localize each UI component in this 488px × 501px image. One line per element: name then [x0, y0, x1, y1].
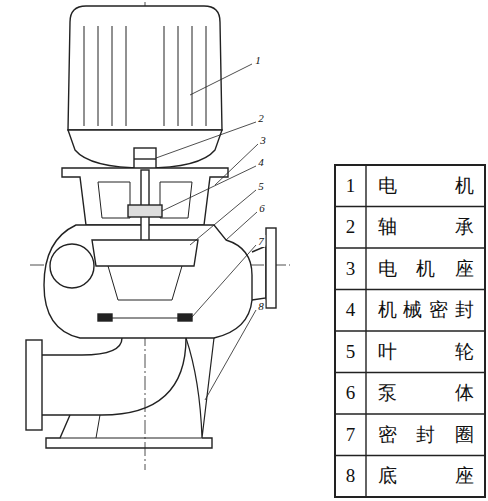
- inlet-flange: [26, 340, 42, 430]
- impeller: [92, 240, 198, 266]
- inlet-pipe: [42, 338, 122, 355]
- callout-number: 7: [257, 235, 265, 247]
- base-rib: [186, 338, 214, 438]
- table-number: 5: [346, 341, 356, 363]
- table-part-name: 轴承: [378, 214, 474, 240]
- pump-body: [44, 225, 252, 338]
- seal-ring: [178, 314, 192, 321]
- table-number: 6: [346, 382, 356, 404]
- motor-body: [68, 6, 222, 130]
- callout-number: 5: [257, 180, 265, 192]
- table-number: 3: [346, 258, 356, 280]
- table-part-name: 泵体: [378, 380, 474, 406]
- table-part-name: 密封圈: [378, 422, 474, 448]
- callout-number: 4: [257, 156, 265, 168]
- table-number: 2: [346, 216, 356, 238]
- table-part-name: 机械密封: [378, 297, 474, 323]
- table-part-name: 电机座: [378, 256, 474, 282]
- callout-number: 1: [254, 54, 262, 66]
- callout-number: 2: [257, 112, 265, 124]
- seal-ring: [98, 314, 112, 321]
- table-number: 1: [346, 175, 356, 197]
- mechanical-seal: [128, 205, 162, 217]
- table-part-name: 底座: [378, 463, 474, 489]
- callout-number: 8: [257, 300, 265, 312]
- callout-number: 6: [258, 202, 266, 214]
- table-number: 8: [346, 465, 356, 487]
- outlet-flange: [266, 228, 276, 308]
- bearing: [134, 148, 156, 170]
- callout-number: 3: [259, 134, 267, 146]
- table-number: 4: [346, 299, 356, 321]
- outlet-pipe: [252, 246, 266, 300]
- base: [46, 415, 212, 448]
- parts-table: [335, 165, 485, 497]
- table-part-name: 电机: [378, 173, 474, 199]
- leader-lines: [156, 64, 258, 400]
- table-number: 7: [346, 424, 356, 446]
- volute-channel: [50, 244, 94, 288]
- motor-fins: [84, 26, 206, 126]
- table-part-name: 叶轮: [378, 339, 474, 365]
- inlet-pipe: [42, 338, 186, 415]
